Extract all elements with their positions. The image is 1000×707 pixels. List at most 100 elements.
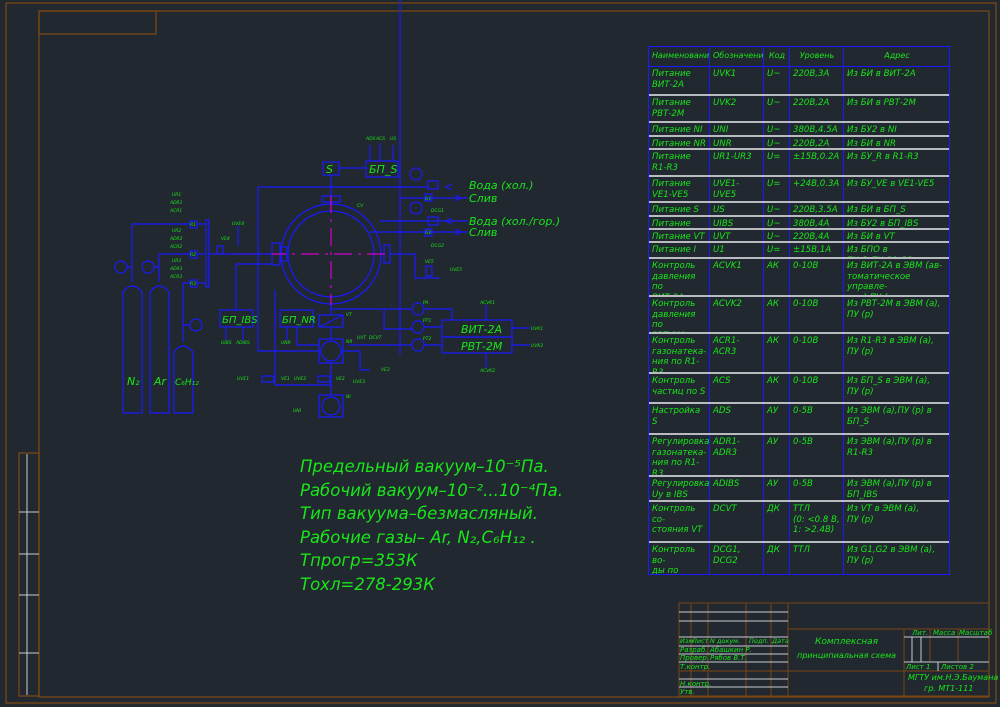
bp-nr-label: БП_NR — [282, 315, 316, 326]
gas-n2-label: N₂ — [127, 375, 140, 388]
cell-designation: ACS — [710, 374, 764, 402]
svg-text:DCG2: DCG2 — [431, 243, 444, 249]
svg-text:G1: G1 — [425, 196, 431, 202]
cell-name: Питание VT — [649, 230, 710, 241]
svg-text:NR: NR — [346, 339, 353, 345]
svg-text:VE1: VE1 — [281, 376, 290, 382]
cell-level: 0-10В — [790, 259, 844, 295]
cell-level: 220В,3А — [790, 67, 844, 94]
svg-text:UVE1: UVE1 — [237, 376, 249, 382]
cell-address: Из БУ2 в NI — [847, 125, 897, 135]
cell-designation: ADR1-ADR3 — [710, 435, 764, 475]
s-label: S — [326, 163, 333, 176]
svg-text:UIBS: UIBS — [221, 340, 232, 346]
turbo-pump — [318, 338, 344, 364]
column-header-code: Код — [764, 47, 790, 66]
column-header-designation: Обозначение — [710, 47, 764, 66]
cell-level: 0-10В — [790, 334, 844, 372]
cell-designation: ADIBS — [710, 477, 764, 500]
cell-name: Контроль со- стояния VT — [649, 502, 710, 541]
cell-name: Регулировка газонатека- ния по R1-R3 — [649, 435, 710, 475]
svg-text:ACVK2: ACVK2 — [479, 368, 495, 374]
cell-designation: UVK2 — [710, 96, 764, 121]
tb-role-checker: Провер. — [680, 654, 710, 662]
svg-text:UR1: UR1 — [172, 192, 181, 198]
note-bake-temperature: Тпрогр=353К — [300, 551, 418, 570]
tb-scale: Масштаб — [959, 629, 993, 637]
cell-level: 220В,2А — [790, 96, 844, 121]
cell-code: U~ — [764, 67, 790, 94]
vacuum-notes: Предельный вакуум–10⁻⁵Па. Рабочий вакуум… — [300, 455, 563, 596]
svg-text:G2: G2 — [425, 230, 431, 236]
table-row: Контроль во- ды по G1,G2DCG1, DCG2ДКТТЛИ… — [649, 543, 949, 574]
cell-address: Из ЭВМ (а),ПУ (р) в R1-R3 — [847, 437, 932, 458]
tb-role-ncontrol: Н.контр. — [680, 680, 712, 688]
tb-role-tcontrol: Т.контр. — [680, 663, 711, 671]
drain-2-label: Слив — [469, 226, 497, 239]
tb-role-approved: Утв. — [680, 688, 695, 696]
cell-address: Из G1,G2 в ЭВМ (а), ПУ (р) — [847, 545, 935, 566]
cell-code: U= — [764, 150, 790, 175]
svg-text:ACR3: ACR3 — [169, 274, 182, 280]
column-header-level: Уровень — [790, 47, 844, 66]
svg-text:CV: CV — [357, 203, 364, 209]
cylinder-n2 — [122, 285, 143, 414]
cell-designation: UVT — [710, 230, 764, 241]
svg-text:UVE5: UVE5 — [450, 267, 462, 273]
svg-text:VE4: VE4 — [221, 236, 230, 242]
cell-level: 0-5В — [790, 477, 844, 500]
cell-designation: UIBS — [710, 217, 764, 228]
svg-text:R1: R1 — [190, 222, 196, 228]
cell-name: Регулировка Uу в IBS — [649, 477, 710, 500]
cell-level: 220В,3.5А — [790, 203, 844, 215]
cell-name: Настройка S — [649, 404, 710, 433]
svg-text:UVE2: UVE2 — [294, 376, 306, 382]
cell-code: АК — [764, 259, 790, 295]
tb-sheet: Лист 1 — [906, 663, 931, 671]
svg-text:UVK1: UVK1 — [531, 326, 543, 332]
cell-designation: ACVK2 — [710, 297, 764, 332]
svg-text:VT: VT — [346, 312, 353, 318]
cell-level: ТТЛ — [790, 543, 844, 574]
rvt-label: РВТ-2М — [461, 340, 503, 353]
svg-text:UVK2: UVK2 — [531, 343, 543, 349]
cell-designation: UVK1 — [710, 67, 764, 94]
svg-text:UVE4: UVE4 — [232, 221, 244, 227]
cell-designation: U1 — [710, 243, 764, 257]
cell-code: ДК — [764, 543, 790, 574]
cell-name: Контроль частиц по S — [649, 374, 710, 402]
cell-code: U~ — [764, 203, 790, 215]
cell-level: ±15В,0.2А — [790, 150, 844, 175]
svg-text:ADR1: ADR1 — [169, 200, 183, 206]
cell-address: Из БУ2 в БП_IBS — [847, 219, 919, 228]
water-in-2-label: Вода (хол./гор.) — [469, 215, 560, 228]
cell-designation: ADS — [710, 404, 764, 433]
cell-level: 380В,4.5А — [790, 123, 844, 135]
svg-text:ACS: ACS — [375, 136, 385, 142]
water-in-1-label: Вода (хол.) — [469, 179, 533, 192]
cell-name: Питание NR — [649, 137, 710, 148]
cell-code: U= — [764, 177, 790, 201]
svg-text:UR2: UR2 — [172, 228, 181, 234]
tb-mass: Масса — [933, 629, 956, 637]
svg-text:ACVK1: ACVK1 — [479, 300, 495, 306]
bp-s-label: БП_S — [369, 163, 397, 176]
cell-code: АК — [764, 334, 790, 372]
vit-label: ВИТ-2А — [461, 323, 502, 336]
cell-name: Контроль газонатека- ния по R1-R3 — [649, 334, 710, 372]
cell-code: АУ — [764, 435, 790, 475]
svg-text:DCVT: DCVT — [369, 335, 383, 341]
cell-designation: ACR1-ACR3 — [710, 334, 764, 372]
cell-name: Питание IBS — [649, 217, 710, 228]
cell-designation: US — [710, 203, 764, 215]
tb-sheets: Листов 2 — [941, 663, 974, 671]
